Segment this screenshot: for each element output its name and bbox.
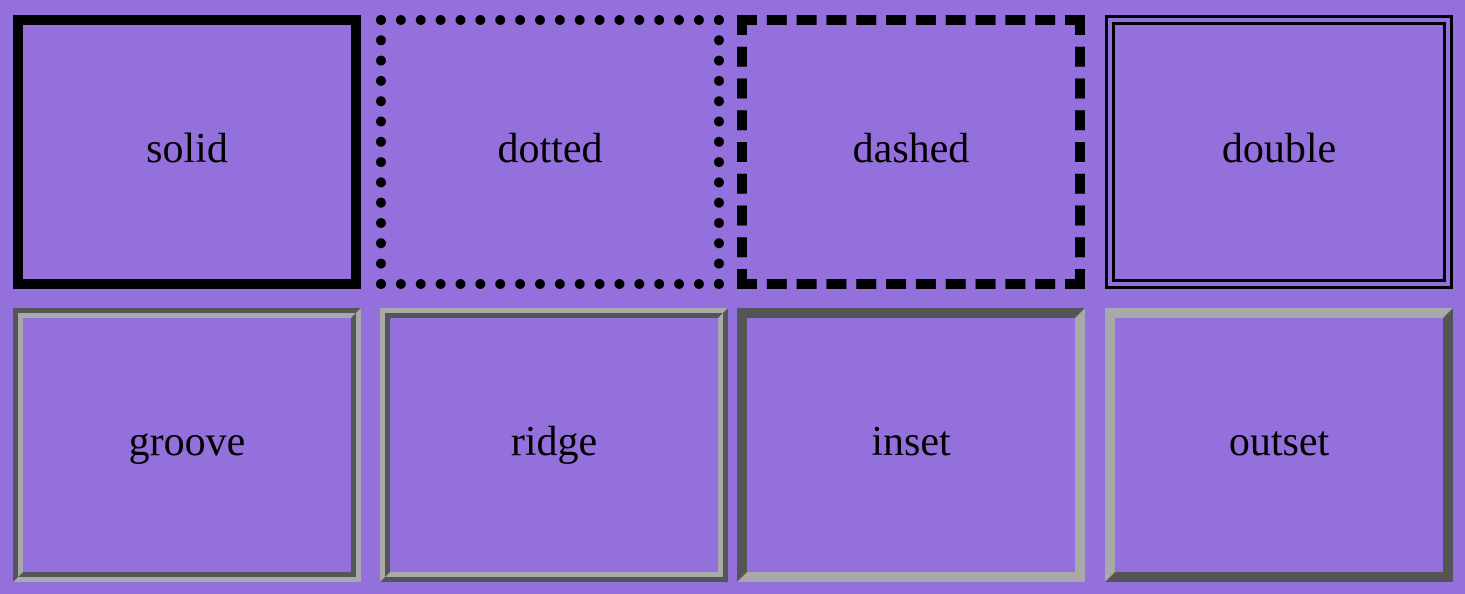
box-label-dashed: dashed (852, 126, 970, 172)
box-dashed: dashed (737, 15, 1085, 289)
box-label-double: double (1221, 126, 1337, 172)
box-outset: outset (1105, 308, 1453, 582)
box-label-outset: outset (1228, 419, 1330, 465)
box-groove: groove (13, 308, 361, 582)
box-label-groove: groove (128, 419, 246, 465)
box-label-solid: solid (146, 126, 228, 172)
box-label-dotted: dotted (497, 126, 603, 172)
box-label-ridge: ridge (510, 419, 598, 465)
box-dotted: dotted (376, 15, 724, 289)
box-inset: inset (737, 308, 1085, 582)
box-solid: solid (13, 15, 361, 289)
box-label-inset: inset (871, 419, 951, 465)
box-double: double (1105, 15, 1453, 289)
box-ridge: ridge (380, 308, 728, 582)
